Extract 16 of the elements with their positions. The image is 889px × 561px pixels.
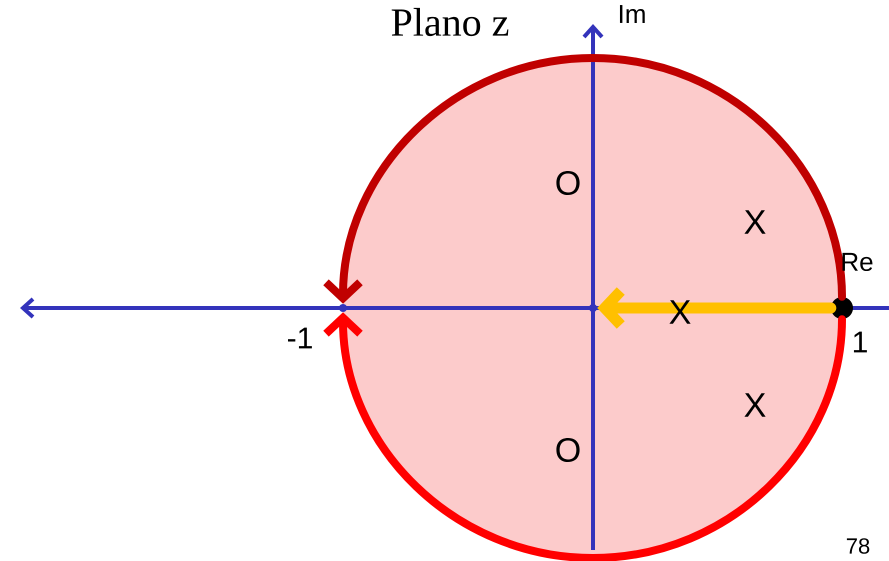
arc-arrow xyxy=(323,312,846,561)
axis-label: Re xyxy=(842,252,872,272)
zero-mark: O xyxy=(556,170,580,196)
point-dot xyxy=(831,297,853,319)
arc-arrow xyxy=(323,54,846,304)
pole-mark: X xyxy=(744,210,766,234)
zero-mark: O xyxy=(556,438,580,462)
page-number: 78 xyxy=(846,538,870,554)
title: Plano z xyxy=(392,8,508,36)
origin-point xyxy=(339,304,347,312)
point-label: 1 xyxy=(854,332,867,352)
pole-mark: X xyxy=(744,393,766,417)
axis-label: Im xyxy=(620,5,645,23)
origin-point xyxy=(589,304,597,312)
point-label: -1 xyxy=(288,328,312,348)
arrow xyxy=(597,287,836,329)
